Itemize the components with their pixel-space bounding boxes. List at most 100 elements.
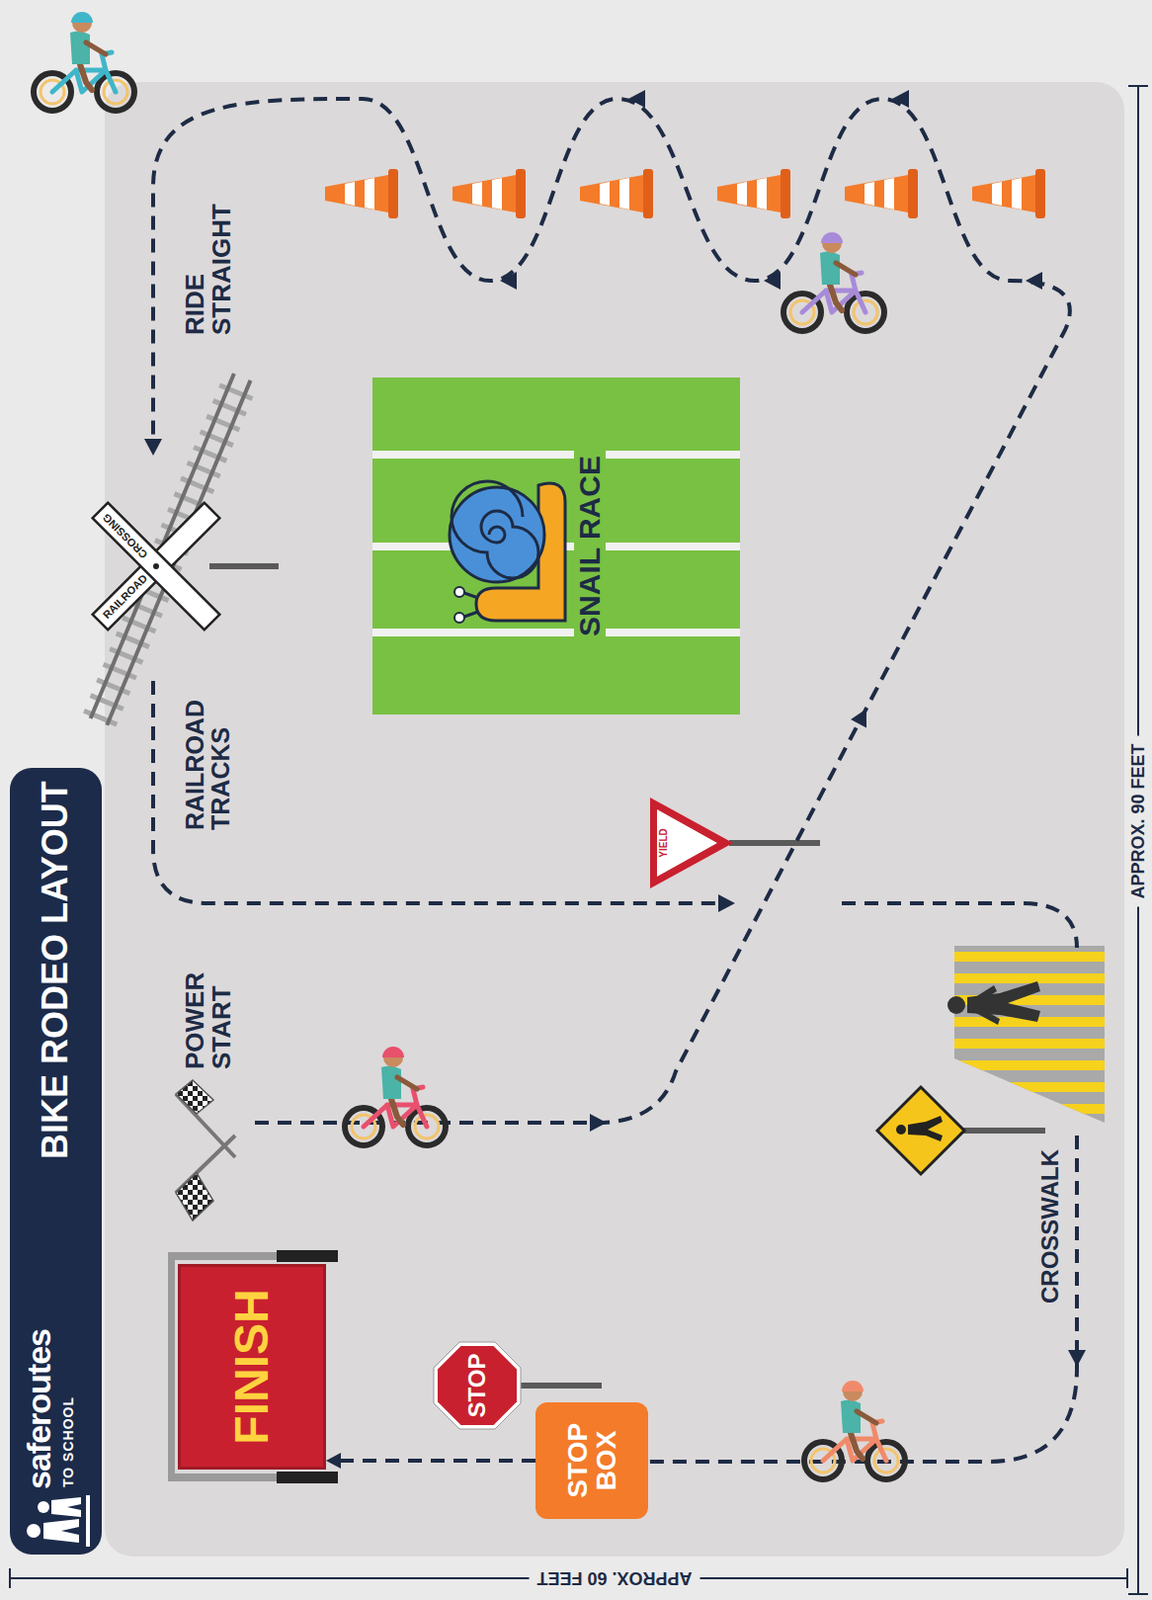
traffic-cone	[972, 168, 1046, 219]
dimension-line	[1128, 1592, 1149, 1595]
yield-sign: YIELD	[650, 797, 734, 889]
crosswalk-sign	[907, 1115, 943, 1142]
title-banner	[26, 1494, 90, 1547]
railroad-track	[90, 373, 235, 719]
traffic-cone	[717, 168, 791, 219]
path-arrowhead	[628, 89, 646, 108]
dimension-line	[8, 1567, 11, 1588]
finish-frame	[167, 1251, 175, 1482]
snail-shape	[372, 377, 741, 715]
path-arrowhead	[499, 271, 517, 290]
crosswalk	[948, 1081, 1107, 1092]
node-text: STOP	[464, 1353, 490, 1418]
course-panel	[104, 82, 1125, 1557]
node-text: SNAIL RACE	[574, 449, 606, 643]
traffic-cone	[325, 168, 1046, 219]
railroad-crossing-sign: RAILROADCROSSING	[94, 504, 218, 628]
crosswalk-sign	[877, 1086, 965, 1174]
pedestrian-figure	[947, 981, 1041, 1025]
station-label: RAILROAD TRACKS	[181, 699, 235, 830]
path-arrowhead	[144, 89, 1086, 1367]
node-text: FINISH	[227, 1288, 277, 1444]
stop-sign: STOP	[433, 1341, 521, 1429]
crosswalk-sign	[896, 1124, 906, 1135]
pedestrian-figure	[972, 985, 997, 1003]
title-banner	[9, 767, 102, 1555]
sign-post	[960, 1127, 1046, 1134]
diagram-title: BIKE RODEO LAYOUT	[36, 780, 75, 1159]
stop-box: STOP BOX	[535, 1401, 649, 1519]
railroad-track	[90, 373, 251, 726]
course-path	[153, 98, 1077, 1462]
snail-race-area: SNAIL RACE	[372, 377, 741, 715]
title-banner	[51, 1496, 82, 1517]
pedestrian-figure	[967, 981, 1041, 1022]
finish-frame	[169, 1473, 277, 1482]
crosswalk	[948, 951, 1107, 962]
pedestrian-figure	[972, 1006, 1000, 1025]
finish-frame	[167, 1249, 338, 1483]
connector	[326, 1452, 536, 1469]
title-banner	[26, 1523, 41, 1538]
crosswalk	[948, 1103, 1107, 1114]
octagon-shape	[433, 1341, 521, 1429]
sign-post	[209, 563, 279, 570]
child-on-bike	[33, 11, 906, 1480]
dimension-line	[9, 85, 1149, 1594]
traffic-cone	[579, 168, 654, 219]
finish-frame	[276, 1471, 338, 1483]
yield-shape	[650, 797, 734, 889]
sign-post	[729, 839, 821, 846]
octagon-shape	[437, 1345, 517, 1425]
child-on-bike	[804, 1380, 906, 1480]
crossbuck-shape	[92, 502, 221, 631]
crossbuck-shape	[153, 563, 160, 570]
title-banner	[43, 1518, 80, 1543]
crosswalk	[948, 973, 1107, 984]
title-banner	[9, 767, 102, 1555]
crosswalk-sign	[877, 1086, 965, 1174]
path-arrowhead	[850, 704, 875, 728]
crossbuck-shape	[92, 502, 221, 631]
path-arrowhead	[718, 894, 736, 912]
station-label: CROSSWALK	[1037, 1149, 1063, 1304]
snail-shape	[451, 481, 539, 578]
crosswalk	[954, 945, 1105, 1123]
checkered-flags	[175, 1172, 214, 1221]
path-arrowhead	[144, 438, 163, 456]
child-on-bike	[783, 232, 885, 331]
snail-shape	[372, 450, 741, 459]
path-arrowhead	[892, 89, 909, 108]
crosswalk	[948, 1038, 1107, 1049]
sign-post	[518, 1382, 602, 1389]
course-path	[841, 903, 1077, 948]
child-on-bike	[344, 1046, 446, 1146]
node-text: CROSSING	[100, 510, 151, 561]
path-arrowhead	[1068, 1349, 1086, 1367]
connector-line	[337, 1458, 536, 1463]
node-text: YIELD	[658, 797, 670, 889]
traffic-cone	[844, 168, 918, 219]
path-arrowhead	[763, 271, 781, 290]
pedestrian-figure	[947, 995, 966, 1014]
dimension-line	[1126, 1567, 1129, 1588]
crosswalk-sign	[896, 1115, 943, 1142]
logo-subtitle: TO SCHOOL	[61, 1396, 77, 1487]
logo-wordmark: saferoutes	[21, 1328, 58, 1489]
snail-shape	[454, 586, 465, 597]
finish-frame	[276, 1249, 338, 1262]
title-banner	[85, 1494, 90, 1547]
finish-banner: FINISH	[177, 1263, 327, 1470]
crosswalk	[948, 945, 1107, 1123]
child-on-bike	[33, 11, 135, 111]
path-arrowhead	[589, 1113, 607, 1132]
course-path	[153, 98, 1070, 1123]
traffic-cone	[452, 168, 526, 219]
crosswalk	[948, 1060, 1107, 1070]
crossbuck-shape	[92, 502, 221, 631]
